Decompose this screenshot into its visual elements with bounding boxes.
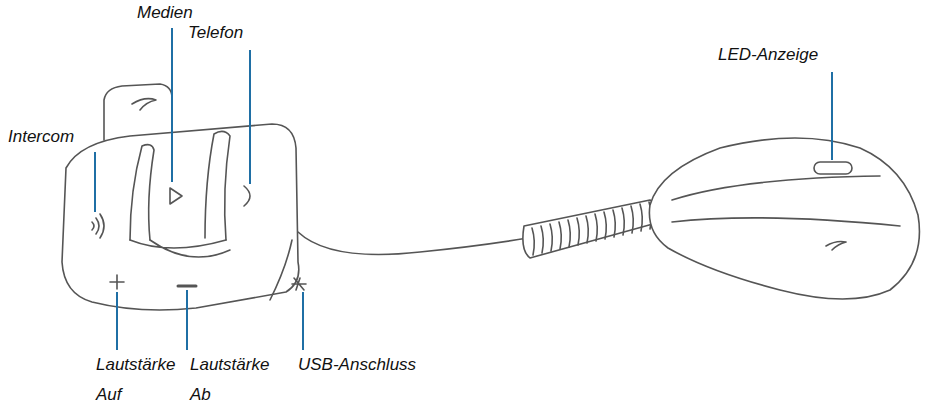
sleeve-ridge (541, 226, 543, 253)
mounting-clip (104, 84, 172, 140)
usb-symbol (292, 278, 306, 290)
play-symbol (170, 188, 182, 204)
sleeve-ridge (559, 222, 561, 249)
part-label: Telefon (188, 18, 243, 48)
cable (298, 232, 528, 255)
part-label: Intercom (8, 122, 74, 152)
phone-symbol (244, 186, 250, 206)
sleeve-ridge (631, 206, 633, 233)
clip-logo (132, 99, 156, 110)
sleeve-ridge (577, 218, 579, 245)
button-groove (130, 145, 154, 240)
part-label: USB-Anschluss (298, 350, 416, 380)
speaker-contour (672, 218, 900, 226)
part-label: Medien (137, 0, 193, 28)
sleeve-ridge (622, 208, 624, 235)
sleeve-ridge (568, 220, 570, 247)
sleeve-ridge (550, 224, 552, 251)
part-label: Lautstärke Auf (96, 350, 188, 410)
plus-symbol (110, 275, 124, 289)
led-slot (814, 162, 852, 174)
part-label: LED-Anzeige (718, 40, 818, 70)
sleeve-ridge (604, 212, 606, 239)
sleeve-ridge (640, 204, 642, 231)
control-unit (62, 124, 299, 310)
cable-sleeve (523, 200, 660, 258)
speaker-housing (649, 138, 919, 299)
leader-line (116, 292, 118, 350)
minus-symbol (178, 285, 196, 288)
button-groove (130, 240, 230, 257)
leader-line (94, 152, 96, 212)
side-edge (270, 240, 292, 300)
part-label: Lautstärke Ab (190, 350, 282, 410)
intercom-symbol (92, 214, 104, 238)
sleeve-ridge (586, 216, 588, 243)
leader-line (171, 28, 173, 182)
speaker-logo (826, 242, 846, 251)
leader-line (831, 72, 833, 160)
sleeve-ridge (532, 228, 534, 255)
sleeve-ridge (613, 210, 615, 237)
button-groove (205, 131, 230, 240)
leader-line (302, 292, 304, 350)
speaker-contour (672, 176, 880, 200)
leader-line (249, 50, 251, 184)
sleeve-ridges (532, 202, 651, 255)
leader-line (186, 290, 188, 350)
sleeve-ridge (595, 214, 597, 241)
